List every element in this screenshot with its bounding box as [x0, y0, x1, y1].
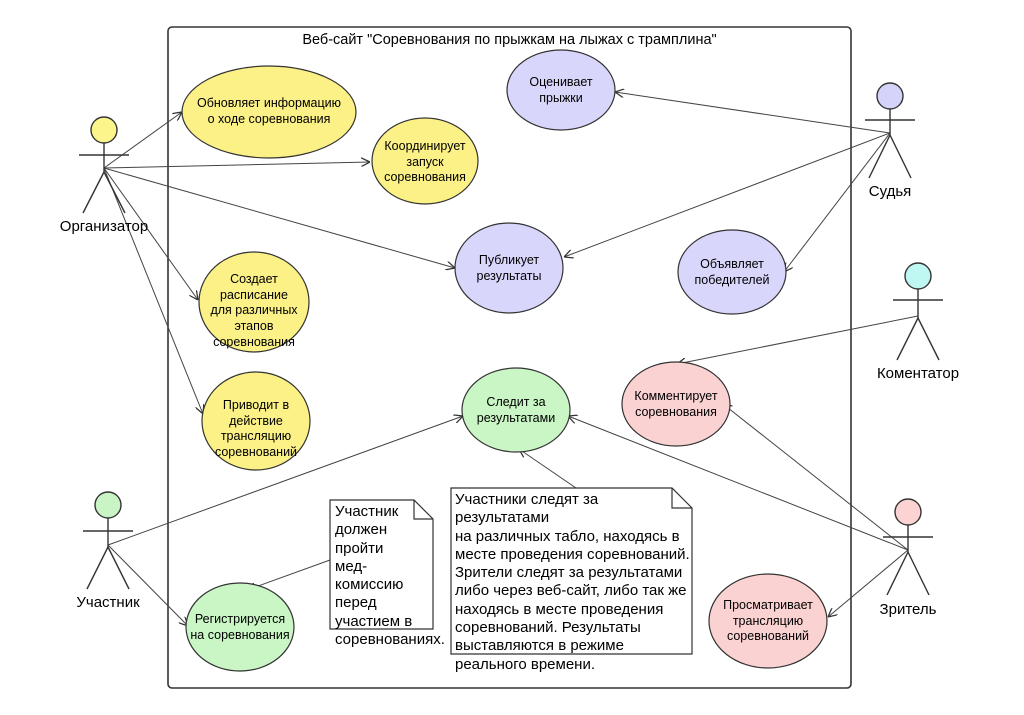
assoc-viewer-follow-results	[568, 416, 909, 551]
use-case-create-schedule-shape	[198, 251, 310, 353]
system-title: Веб-сайт "Соревнования по прыжкам на лыж…	[302, 32, 717, 48]
use-case-publish-results-shape	[454, 222, 564, 314]
notes	[329, 487, 693, 655]
note-medical-shape	[329, 499, 434, 630]
system-boundary	[167, 26, 852, 689]
use-case-coordinate-start-shape	[371, 117, 479, 205]
assoc-judge-announce-winners	[784, 132, 891, 272]
use-case-register-shape	[185, 582, 295, 672]
use-case-evaluate-jumps-shape	[506, 49, 616, 131]
use-case-follow-results: Следит за результатами	[476, 395, 556, 425]
use-case-evaluate-jumps: Оценивает прыжки	[529, 75, 593, 105]
use-case-start-broadcast-shape	[201, 371, 311, 471]
assoc-organizer-publish-results	[103, 167, 455, 268]
actor-commentator-label: Коментатор	[876, 365, 960, 382]
actor-commentator-figure	[893, 262, 943, 361]
use-case-create-schedule: Создает расписание для различных этапов …	[210, 272, 298, 349]
use-case-register: Регистрируется на соревнования	[190, 612, 290, 642]
assoc-note-results-follow	[519, 449, 577, 489]
note-results-shape	[450, 487, 693, 655]
actor-viewer-figure	[883, 498, 933, 596]
use-case-comment: Комментирует соревнования	[634, 389, 718, 419]
assoc-viewer-watch-broadcast	[828, 549, 909, 617]
actors	[79, 82, 943, 596]
assoc-note-medical-register	[247, 559, 331, 590]
use-case-publish-results: Публикует результаты	[476, 253, 542, 283]
actor-participant-figure	[83, 491, 133, 590]
associations	[103, 92, 919, 626]
actor-commentator-head	[904, 262, 932, 290]
actor-judge-head	[876, 82, 904, 110]
assoc-commentator-comment	[677, 315, 919, 364]
assoc-judge-evaluate-jumps	[615, 92, 891, 134]
use-case-follow-results-shape	[461, 367, 571, 453]
use-case-start-broadcast: Приводит в действие трансляцию соревнова…	[214, 398, 298, 459]
use-cases	[181, 49, 828, 672]
assoc-organizer-start-broadcast	[103, 167, 203, 414]
assoc-participant-follow-results	[107, 416, 463, 546]
actor-participant-head	[94, 491, 122, 519]
note-medical: Участник должен пройти мед-комиссию пере…	[335, 503, 445, 649]
actor-judge-label: Судья	[868, 183, 912, 200]
use-case-update-info: Обновляет информацию о ходе соревнования	[196, 96, 342, 126]
assoc-participant-register	[107, 544, 188, 626]
actor-viewer-label: Зритель	[879, 601, 937, 618]
assoc-judge-publish-results	[564, 132, 891, 257]
use-case-announce-winners-shape	[677, 229, 787, 315]
actor-viewer-head	[894, 498, 922, 526]
assoc-organizer-coordinate-start	[103, 162, 370, 169]
assoc-organizer-update-info	[103, 112, 182, 169]
actor-organizer-head	[90, 116, 118, 144]
use-case-update-info-shape	[181, 65, 357, 159]
use-case-coordinate-start: Координирует запуск соревнования	[384, 139, 466, 185]
note-results: Участники следят за результатами на разл…	[455, 491, 690, 673]
assoc-organizer-create-schedule	[103, 167, 198, 300]
actor-organizer-figure	[79, 116, 129, 214]
actor-judge-figure	[865, 82, 915, 179]
assoc-viewer-comment	[723, 404, 909, 551]
use-case-watch-broadcast: Просматривает трансляцию соревнований	[723, 598, 813, 644]
actor-participant-label: Участник	[76, 594, 140, 611]
use-case-comment-shape	[621, 361, 731, 447]
actor-organizer-label: Организатор	[59, 218, 149, 235]
use-case-announce-winners: Объявляет победителей	[694, 257, 770, 287]
use-case-watch-broadcast-shape	[708, 573, 828, 669]
